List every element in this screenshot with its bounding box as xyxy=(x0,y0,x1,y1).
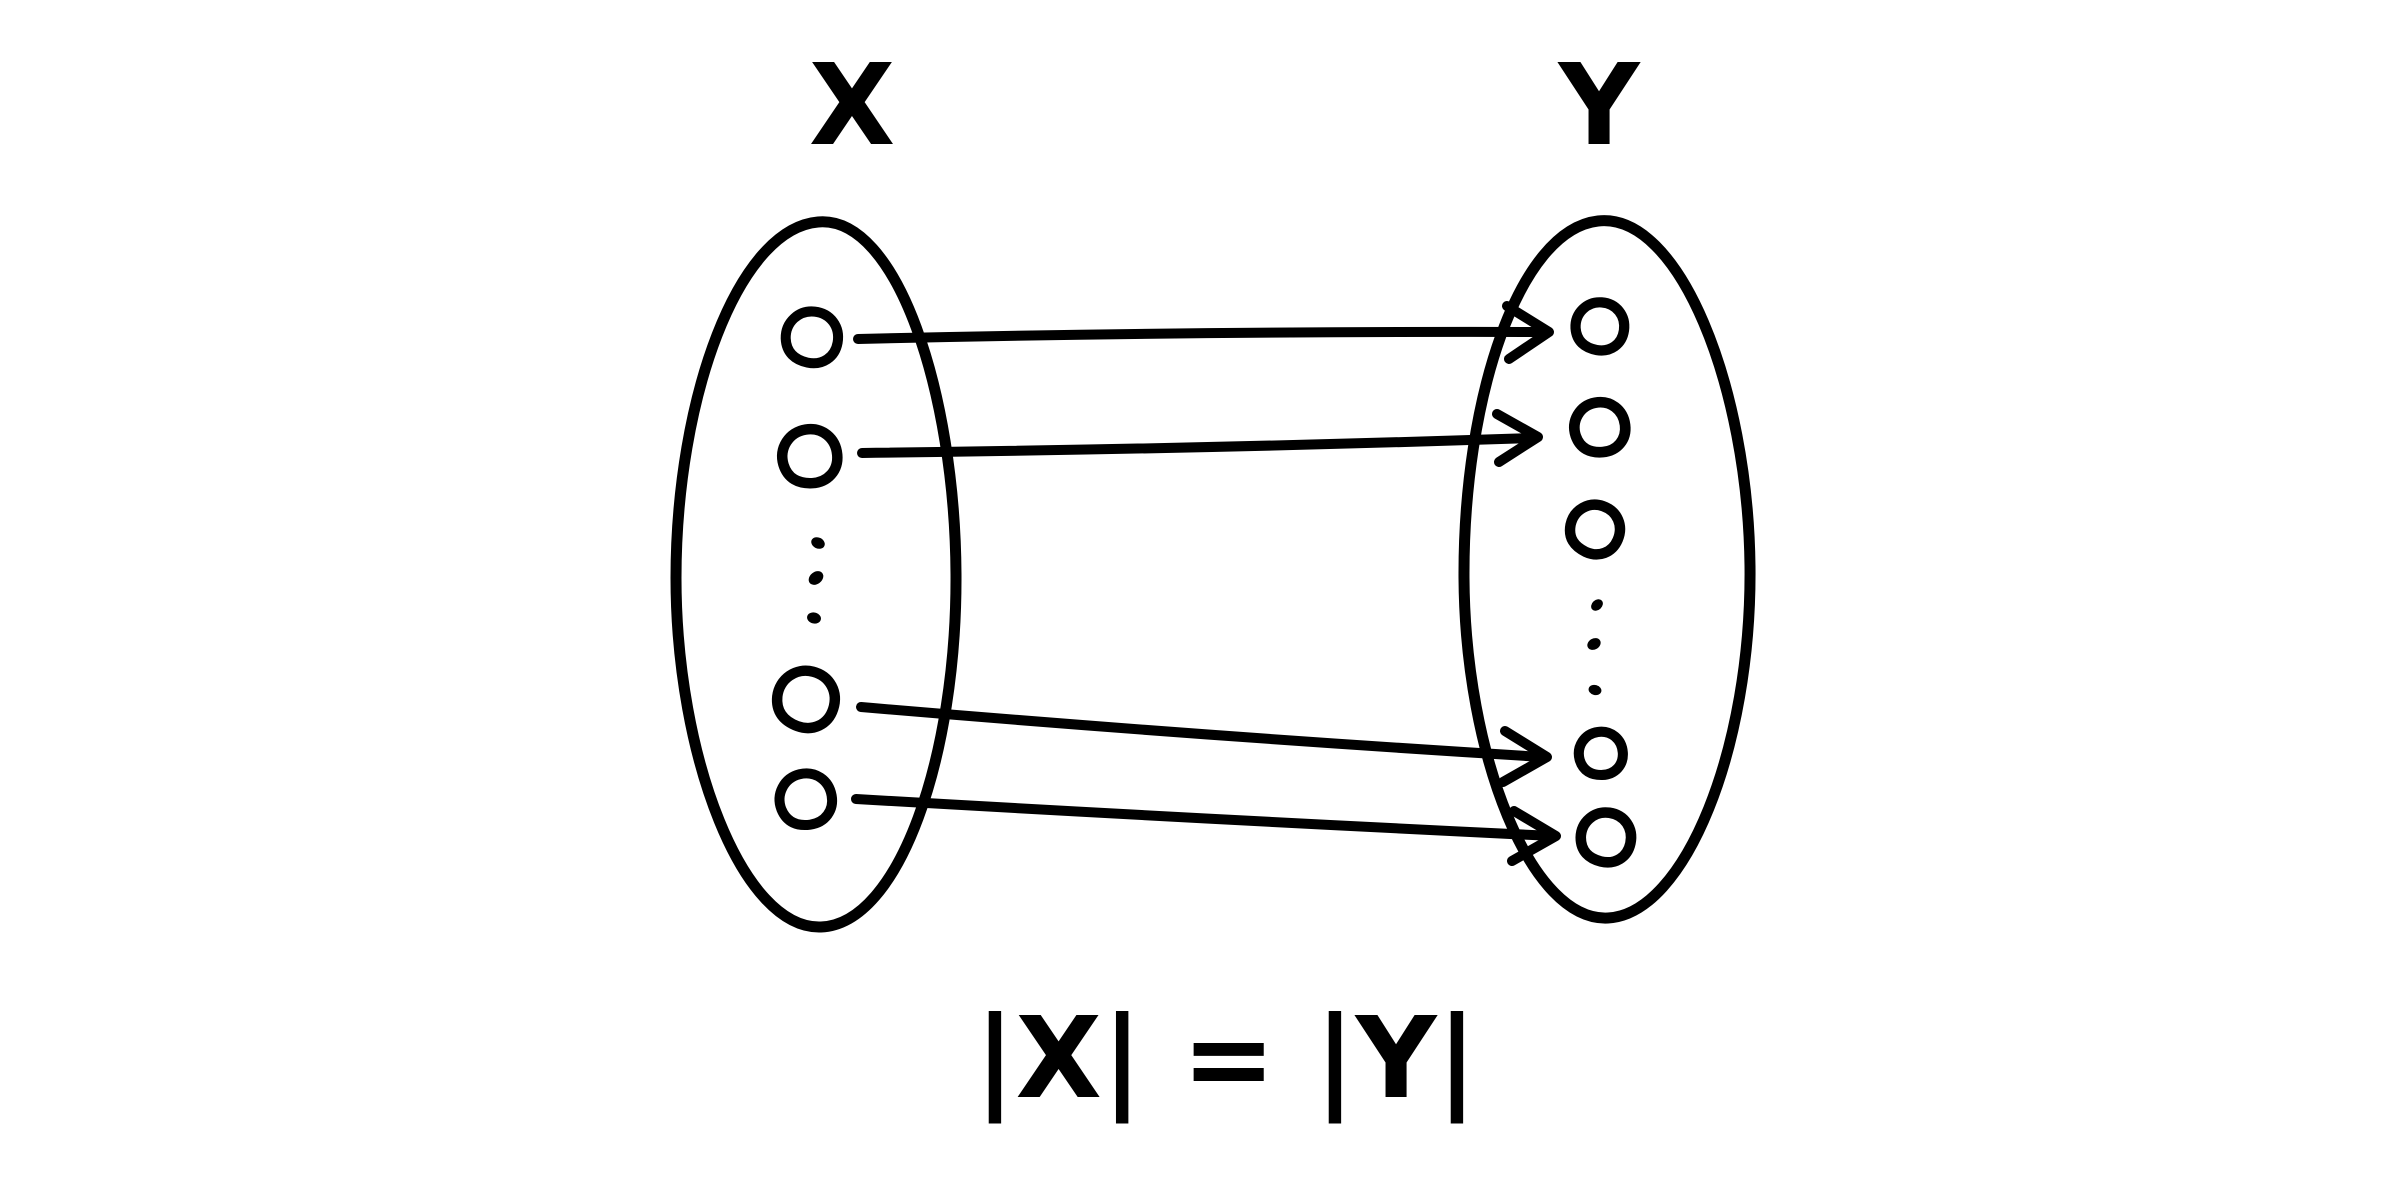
set-y-ellipsis-dot xyxy=(1587,638,1601,650)
set-y-ellipsis-dot xyxy=(1591,599,1603,611)
set-y-element-2 xyxy=(1571,399,1629,456)
set-x-element-2 xyxy=(779,426,840,486)
arrow-line xyxy=(856,702,1548,762)
arrow-head-icon xyxy=(1507,806,1561,866)
set-y-element-4 xyxy=(1577,730,1625,778)
set-x-element-5 xyxy=(775,769,837,830)
mapping-arrow-3 xyxy=(856,702,1552,787)
set-y-element-5 xyxy=(1577,809,1635,866)
set-x-ellipsis-dot xyxy=(811,537,825,549)
mapping-arrow-4 xyxy=(851,794,1561,866)
set-x-element-4 xyxy=(771,664,842,734)
set-x-ellipsis-dot xyxy=(808,571,824,585)
mapping-arrow-2 xyxy=(857,409,1543,467)
cardinality-caption: |X| = |Y| xyxy=(975,994,1478,1124)
set-y-element-1 xyxy=(1573,300,1626,353)
arrow-line xyxy=(857,433,1539,458)
set-y-element-3 xyxy=(1563,498,1627,562)
arrow-head-icon xyxy=(1498,726,1552,787)
arrow-head-icon xyxy=(1502,301,1554,364)
arrow-line xyxy=(853,326,1551,344)
mapping-arrow-1 xyxy=(853,301,1554,364)
set-x-label: X xyxy=(809,41,895,171)
set-y-label: Y xyxy=(1556,41,1641,171)
set-x-ellipse xyxy=(670,216,962,933)
set-y-ellipsis-dot xyxy=(1588,684,1602,696)
set-x-element-1 xyxy=(782,308,841,366)
arrow-head-icon xyxy=(1492,409,1543,467)
set-y-ellipse xyxy=(1458,215,1756,924)
arrow-line xyxy=(851,794,1557,841)
set-x-ellipsis-dot xyxy=(807,612,821,624)
